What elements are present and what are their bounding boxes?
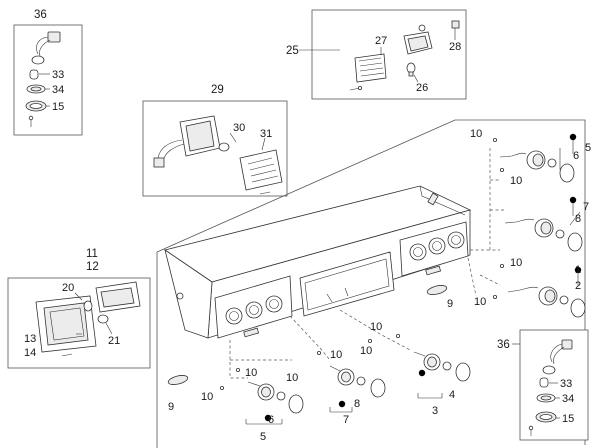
callout-12: 12 xyxy=(86,261,99,273)
right-lamp-lower xyxy=(426,266,586,318)
callout-8-bottom: 8 xyxy=(354,398,360,410)
callout-9-right: 9 xyxy=(447,298,453,310)
callout-10-top-right: 10 xyxy=(470,128,482,140)
callout-15: 15 xyxy=(52,101,64,113)
callout-30: 30 xyxy=(233,122,245,134)
inset-box-side-light xyxy=(299,9,467,100)
main-assembly xyxy=(156,119,586,448)
callout-33: 33 xyxy=(52,69,64,81)
callout-2-right: 2 xyxy=(575,280,581,292)
callout-5-top-right: 5 xyxy=(585,142,591,154)
callout-10-bottom-3: 10 xyxy=(360,345,372,357)
callout-29: 29 xyxy=(211,84,224,96)
callout-34-bottom: 34 xyxy=(562,393,574,405)
inset-box-fog-light xyxy=(142,100,288,197)
inset-box-reverse-light xyxy=(7,277,151,369)
callout-10-bottom-5: 10 xyxy=(286,372,298,384)
callout-6-bottom: 6 xyxy=(268,414,274,426)
right-lamp-middle xyxy=(499,196,583,268)
callout-7-bottom: 7 xyxy=(343,414,349,426)
callout-7-right: 7 xyxy=(583,201,589,213)
callout-27: 27 xyxy=(375,35,387,47)
callout-10-bottom-2: 10 xyxy=(330,349,342,361)
callout-4-bottom: 4 xyxy=(449,389,455,401)
callout-33-bottom: 33 xyxy=(560,378,572,390)
inset-box-plate-light-bottom xyxy=(512,329,589,441)
callout-26: 26 xyxy=(416,82,428,94)
bottom-lamp-middle xyxy=(316,338,386,413)
inset-box-plate-light-top xyxy=(13,24,83,136)
callout-10-right-3: 10 xyxy=(474,296,486,308)
callout-10-right-1: 10 xyxy=(510,175,522,187)
callout-10-bottom-4: 10 xyxy=(245,367,257,379)
callout-14: 14 xyxy=(24,347,36,359)
bottom-lamp-left xyxy=(167,367,304,425)
callout-10-bottom-1: 10 xyxy=(370,321,382,333)
callout-10-right-2: 10 xyxy=(510,257,522,269)
callout-10-bottom-6: 10 xyxy=(201,391,213,403)
callout-15-bottom: 15 xyxy=(562,413,574,425)
callout-1-right: 1 xyxy=(575,264,581,276)
callout-28: 28 xyxy=(449,41,461,53)
callout-6-top-right: 6 xyxy=(573,150,579,162)
callout-25: 25 xyxy=(286,45,299,57)
callout-5-bottom: 5 xyxy=(260,431,266,443)
callout-8-right: 8 xyxy=(575,213,581,225)
callout-9-bottom: 9 xyxy=(168,401,174,413)
callout-21: 21 xyxy=(108,335,120,347)
bottom-lamp-right xyxy=(395,333,471,399)
callout-13: 13 xyxy=(24,333,36,345)
callout-34: 34 xyxy=(52,84,64,96)
right-lamp-upper xyxy=(492,133,577,183)
callout-20: 20 xyxy=(62,282,74,294)
callout-36: 36 xyxy=(34,9,47,21)
callout-11: 11 xyxy=(86,248,98,260)
callout-31: 31 xyxy=(260,128,272,140)
callout-36-bottom: 36 xyxy=(497,339,510,351)
callout-3-bottom: 3 xyxy=(432,405,438,417)
